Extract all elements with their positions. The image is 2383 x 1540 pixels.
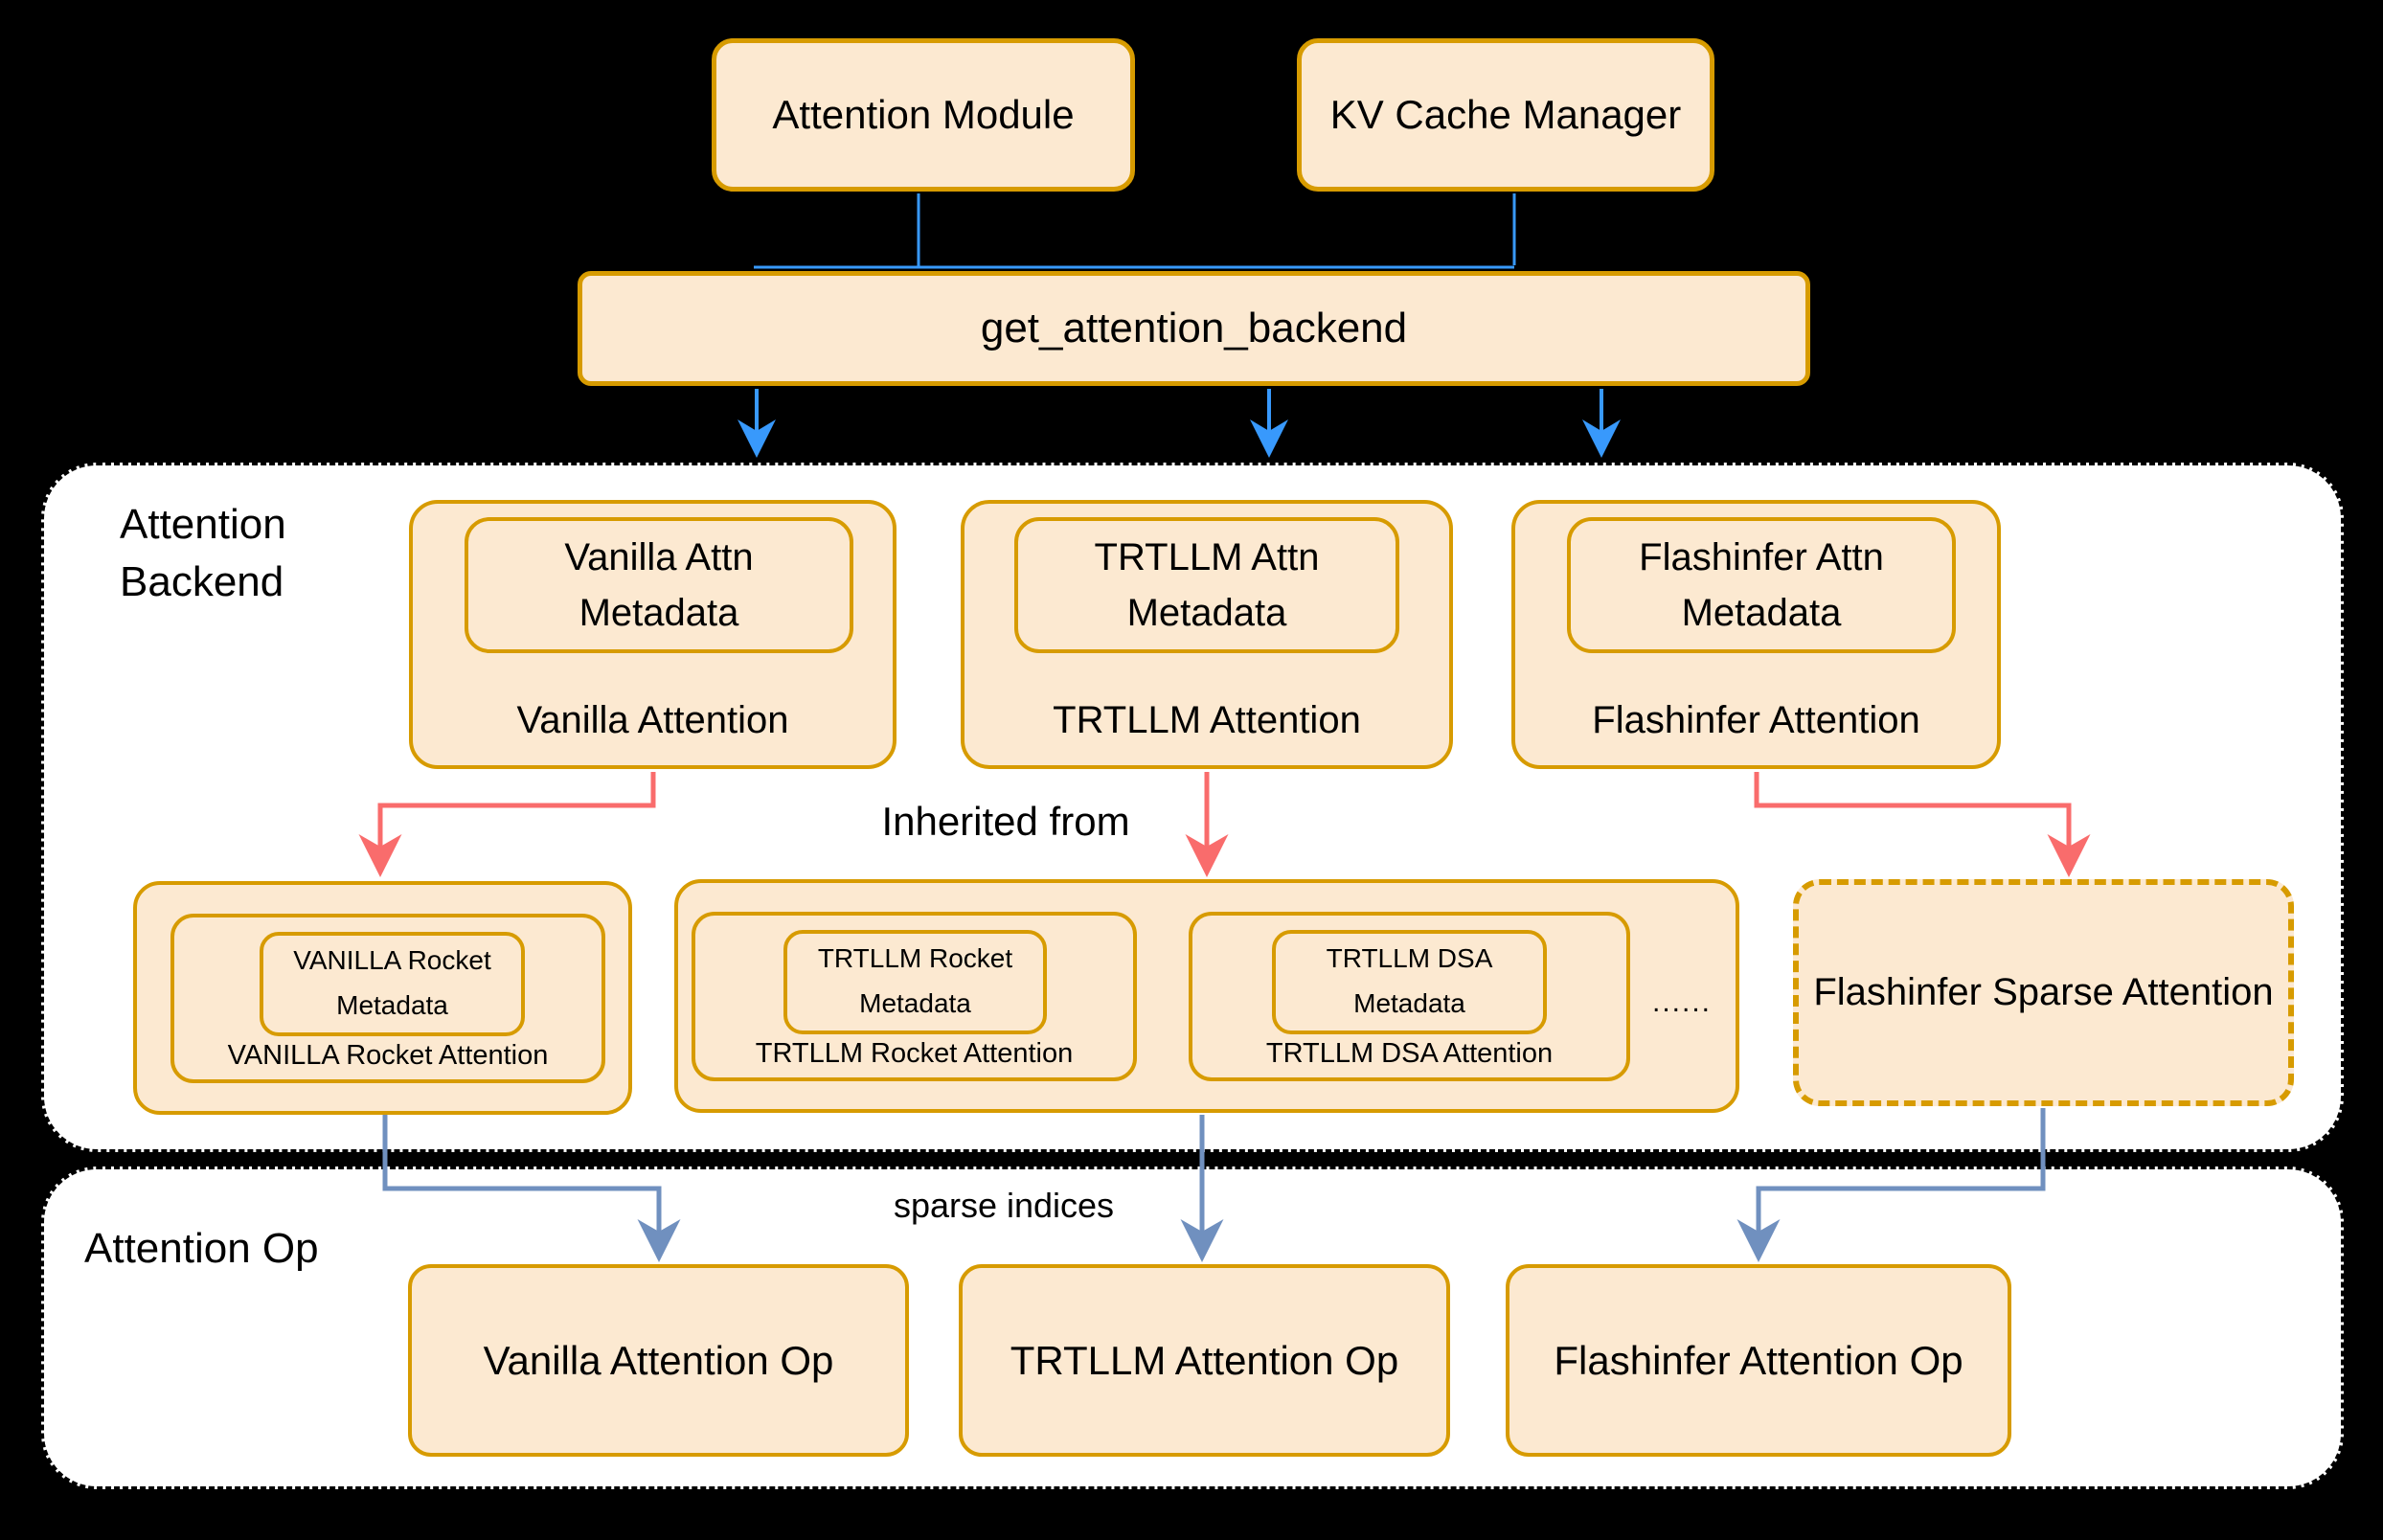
flashinfer-attn-metadata-line2: Metadata xyxy=(1681,592,1842,634)
vanilla-rocket-metadata-box: VANILLA Rocket Metadata xyxy=(260,932,525,1036)
vanilla-rocket-metadata-line1: VANILLA Rocket xyxy=(293,945,491,975)
attention-module-box: Attention Module xyxy=(712,38,1135,192)
get-attention-backend-box: get_attention_backend xyxy=(578,271,1810,386)
trtllm-dsa-attention-box: TRTLLM DSA Metadata TRTLLM DSA Attention xyxy=(1189,912,1630,1081)
vanilla-attention-op-box: Vanilla Attention Op xyxy=(408,1264,909,1457)
vanilla-attention-box: Vanilla Attn Metadata Vanilla Attention xyxy=(409,500,896,769)
trtllm-dsa-metadata-line1: TRTLLM DSA xyxy=(1326,943,1493,973)
vanilla-attn-metadata-box: Vanilla Attn Metadata xyxy=(465,517,853,653)
trtllm-attn-metadata-box: TRTLLM Attn Metadata xyxy=(1014,517,1399,653)
trtllm-rocket-attention-label: TRTLLM Rocket Attention xyxy=(755,1038,1074,1069)
trtllm-dsa-metadata-box: TRTLLM DSA Metadata xyxy=(1272,930,1547,1034)
vanilla-rocket-metadata-line2: Metadata xyxy=(336,990,448,1020)
trtllm-dsa-metadata-line2: Metadata xyxy=(1353,988,1465,1018)
trtllm-rocket-attention-box: TRTLLM Rocket Metadata TRTLLM Rocket Att… xyxy=(692,912,1137,1081)
flashinfer-attention-op-box: Flashinfer Attention Op xyxy=(1506,1264,2011,1457)
trtllm-attn-metadata-line1: TRTLLM Attn xyxy=(1094,536,1320,578)
backend-section-title: Attention Backend xyxy=(120,496,286,611)
inherited-from-label: Inherited from xyxy=(881,799,1130,844)
arrow-sparse-to-flashinfer-op xyxy=(1736,1108,2046,1262)
vanilla-rocket-attention-box: VANILLA Rocket Metadata VANILLA Rocket A… xyxy=(133,881,632,1115)
trtllm-dsa-attention-label: TRTLLM DSA Attention xyxy=(1265,1038,1554,1069)
attention-module-label: Attention Module xyxy=(772,92,1075,137)
trtllm-attention-op-label: TRTLLM Attention Op xyxy=(1010,1337,1399,1383)
get-attention-backend-label: get_attention_backend xyxy=(980,305,1408,351)
trtllm-rocket-metadata-line2: Metadata xyxy=(859,988,971,1018)
trtllm-rocket-metadata-line1: TRTLLM Rocket xyxy=(817,943,1013,973)
trtllm-attn-metadata-line2: Metadata xyxy=(1126,592,1287,634)
vanilla-attention-label: Vanilla Attention xyxy=(516,699,789,741)
arrow-vanilla-rocket-to-vanilla-op xyxy=(382,1115,681,1262)
arrow-flashinfer-to-sparse xyxy=(1754,772,2091,877)
trtllm-attention-label: TRTLLM Attention xyxy=(1053,699,1361,741)
flashinfer-attention-label: Flashinfer Attention xyxy=(1592,699,1920,741)
arrow-vanilla-to-vanilla-rocket xyxy=(358,772,656,877)
trtllm-attention-box: TRTLLM Attn Metadata TRTLLM Attention xyxy=(961,500,1453,769)
flashinfer-sparse-attention-box: Flashinfer Sparse Attention xyxy=(1793,879,2294,1106)
op-section-title: Attention Op xyxy=(84,1225,319,1272)
vanilla-rocket-attention-inner-box: VANILLA Rocket Metadata VANILLA Rocket A… xyxy=(170,914,605,1083)
vanilla-attn-metadata-line1: Vanilla Attn xyxy=(564,536,754,578)
vanilla-attn-metadata-line2: Metadata xyxy=(579,592,739,634)
kv-cache-manager-box: KV Cache Manager xyxy=(1297,38,1714,192)
more-backends-ellipsis: ...... xyxy=(1651,986,1712,1018)
vanilla-rocket-attention-label: VANILLA Rocket Attention xyxy=(227,1040,549,1071)
trtllm-inherited-group-box: TRTLLM Rocket Metadata TRTLLM Rocket Att… xyxy=(674,879,1739,1113)
trtllm-rocket-metadata-box: TRTLLM Rocket Metadata xyxy=(783,930,1047,1034)
flashinfer-attention-box: Flashinfer Attn Metadata Flashinfer Atte… xyxy=(1511,500,2001,769)
flashinfer-attention-op-label: Flashinfer Attention Op xyxy=(1554,1337,1963,1383)
trtllm-attention-op-box: TRTLLM Attention Op xyxy=(959,1264,1450,1457)
vanilla-attention-op-label: Vanilla Attention Op xyxy=(483,1337,834,1383)
flashinfer-attn-metadata-line1: Flashinfer Attn xyxy=(1639,536,1884,578)
kv-cache-manager-label: KV Cache Manager xyxy=(1329,92,1682,137)
flashinfer-sparse-attention-label: Flashinfer Sparse Attention xyxy=(1813,971,2274,1013)
backend-section-title-line2: Backend xyxy=(120,558,284,605)
flashinfer-attn-metadata-box: Flashinfer Attn Metadata xyxy=(1567,517,1956,653)
sparse-indices-label: sparse indices xyxy=(893,1186,1115,1225)
backend-section-title-line1: Attention xyxy=(120,501,286,548)
